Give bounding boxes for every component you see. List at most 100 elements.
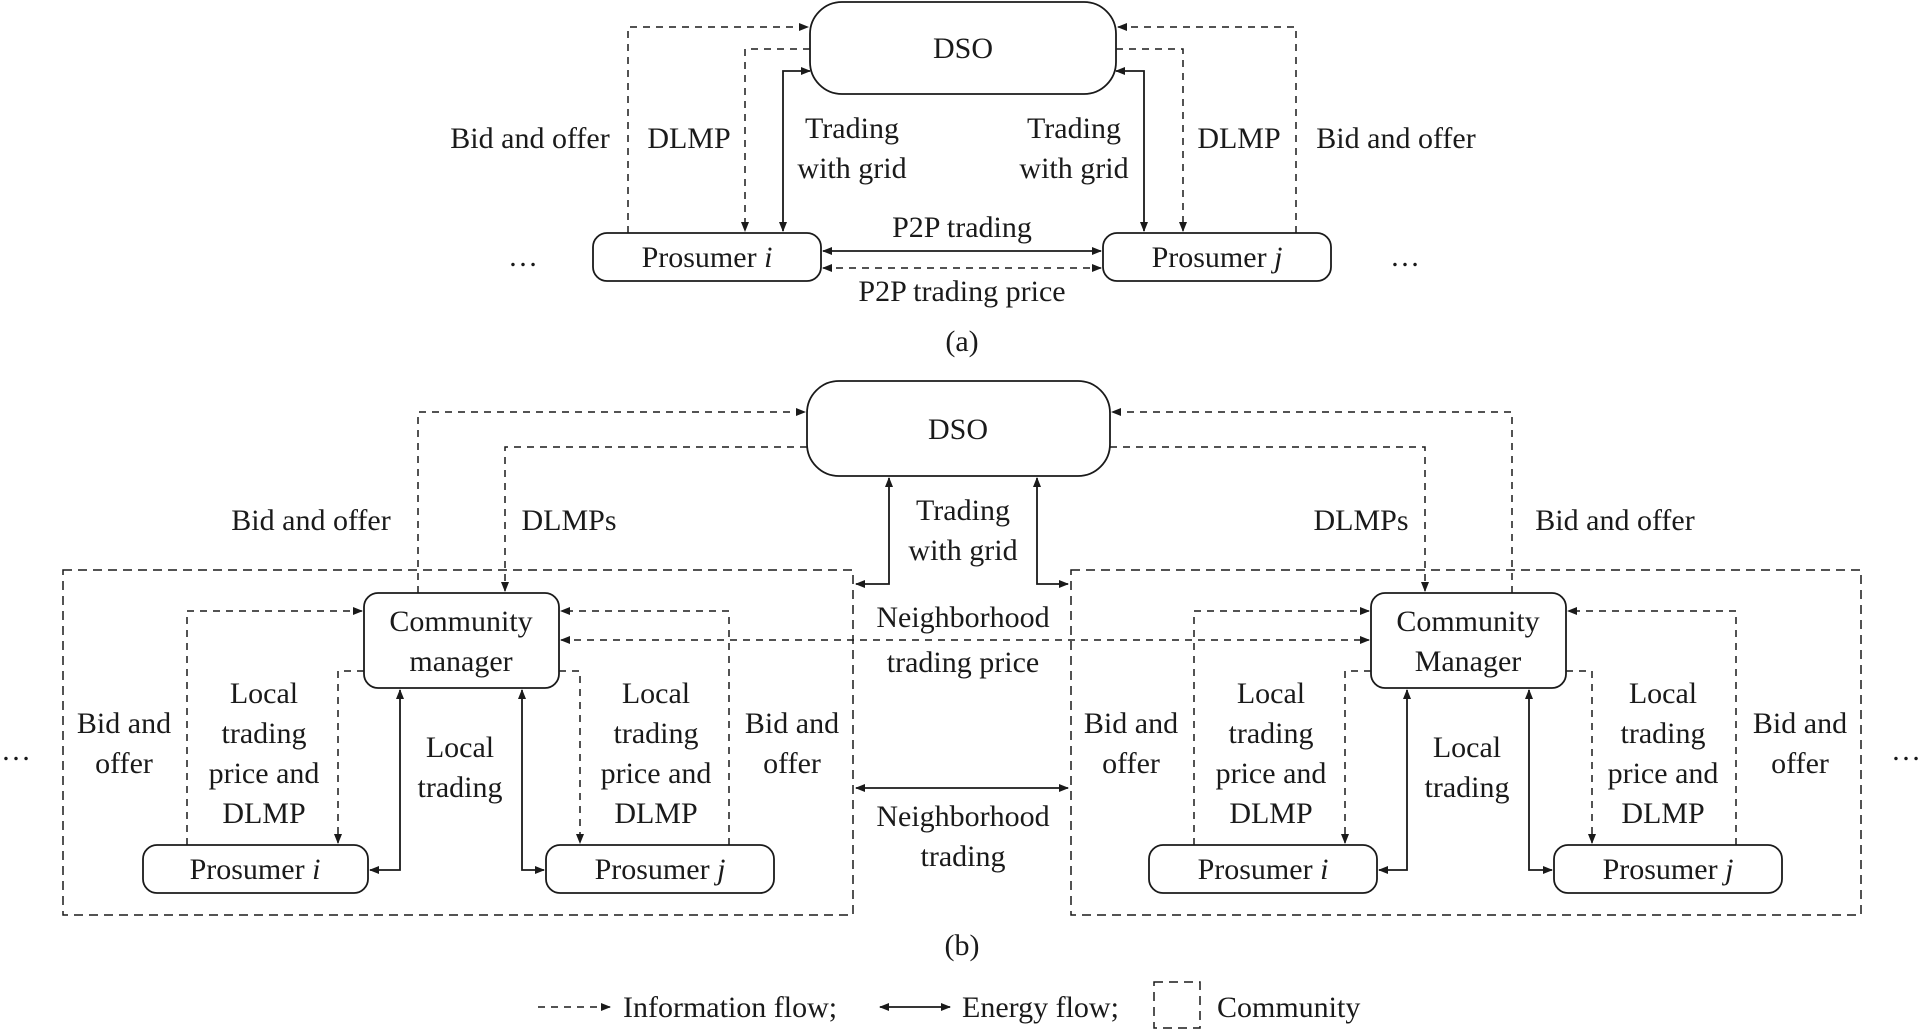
- dlmps-flow-left-b: [501, 446, 807, 592]
- local-energy-prosumer-j-left: [518, 689, 545, 874]
- panel-a: DSO Prosumer i Prosumer j Bid and offer …: [450, 1, 1476, 358]
- prosumer-j-node-a: [1102, 232, 1332, 282]
- local-energy-prosumer-i-left: [369, 689, 404, 874]
- p2p-trading-label: P2P trading: [892, 211, 1032, 244]
- bid-offer-stacked-1-1: Bid and: [77, 707, 171, 740]
- community-manager-left-node: [363, 592, 560, 689]
- local-price-prosumer-i-right: [1341, 670, 1371, 844]
- neighborhood-trading-label-2: trading: [921, 840, 1006, 873]
- grid-trading-label-left-a-1: Trading: [805, 112, 899, 145]
- grid-energy-right-a: [1115, 67, 1148, 232]
- local-price-stacked-2-1: Local: [622, 677, 690, 710]
- prosumer-i-left-node: [142, 844, 369, 894]
- grid-energy-left-a: [779, 67, 811, 232]
- bid-offer-flow-right-b: [1111, 408, 1513, 593]
- bid-offer-prosumer-j-right: [1567, 607, 1737, 845]
- prosumer-j-label-a: Prosumer j: [1152, 241, 1283, 274]
- bid-offer-stacked-4-2: offer: [1771, 747, 1829, 780]
- legend: Information flow; Energy flow; Community: [538, 981, 1360, 1029]
- local-trading-stacked-2-2: trading: [1425, 771, 1510, 804]
- local-price-stacked-3-4: DLMP: [1229, 797, 1312, 830]
- local-trading-stacked-1-2: trading: [418, 771, 503, 804]
- community-manager-left-label-1: Community: [389, 605, 532, 638]
- local-price-stacked-4-4: DLMP: [1621, 797, 1704, 830]
- bid-offer-stacked-3-2: offer: [1102, 747, 1160, 780]
- local-trading-stacked-2-1: Local: [1433, 731, 1501, 764]
- local-trading-stacked-1-1: Local: [426, 731, 494, 764]
- grid-energy-left-b: [855, 477, 893, 588]
- prosumer-j-right-node: [1553, 844, 1783, 894]
- bid-offer-prosumer-i-left: [186, 607, 363, 845]
- ellipsis-left-b: …: [1, 734, 31, 767]
- prosumer-i-left-label: Prosumer i: [190, 853, 321, 886]
- bid-offer-stacked-2-1: Bid and: [745, 707, 839, 740]
- dso-label-a: DSO: [933, 32, 993, 65]
- local-price-stacked-4-1: Local: [1629, 677, 1697, 710]
- community-manager-right-label-1: Community: [1396, 605, 1539, 638]
- prosumer-j-left-node: [545, 844, 775, 894]
- bid-offer-label-right-a: Bid and offer: [1316, 122, 1475, 155]
- legend-community-label: Community: [1217, 991, 1360, 1024]
- bid-offer-stacked-3-1: Bid and: [1084, 707, 1178, 740]
- local-price-stacked-2-3: price and: [601, 757, 712, 790]
- local-price-prosumer-j-left: [559, 670, 584, 844]
- bid-offer-flow-left-b: [417, 408, 806, 593]
- grid-trading-label-right-a-2: with grid: [1019, 152, 1128, 185]
- prosumer-j-left-label: Prosumer j: [595, 853, 726, 886]
- community-boundary-left: [62, 569, 854, 916]
- grid-trading-label-right-a-1: Trading: [1027, 112, 1121, 145]
- caption-a: (a): [945, 325, 978, 358]
- dlmp-flow-left-a: [741, 48, 810, 232]
- community-manager-left-label-2: manager: [409, 645, 512, 678]
- prosumer-i-right-node: [1148, 844, 1378, 894]
- grid-trading-label-b-1: Trading: [916, 494, 1010, 527]
- local-energy-prosumer-j-right: [1525, 689, 1553, 874]
- panel-b: DSO Community manager Community Manager …: [1, 380, 1921, 962]
- bid-offer-stacked-4-1: Bid and: [1753, 707, 1847, 740]
- dso-label-b: DSO: [928, 413, 988, 446]
- community-manager-right-node: [1370, 592, 1567, 689]
- ellipsis-left-a: …: [508, 240, 538, 273]
- local-price-stacked-4-3: price and: [1608, 757, 1719, 790]
- local-price-stacked-1-2: trading: [222, 717, 307, 750]
- grid-trading-label-b-2: with grid: [908, 534, 1017, 567]
- legend-energy-flow-label: Energy flow;: [962, 991, 1119, 1024]
- neighborhood-trading-label-1: Neighborhood: [876, 800, 1049, 833]
- dlmps-flow-right-b: [1110, 446, 1429, 592]
- local-price-stacked-1-4: DLMP: [222, 797, 305, 830]
- local-price-stacked-3-3: price and: [1216, 757, 1327, 790]
- local-price-stacked-2-2: trading: [614, 717, 699, 750]
- local-price-stacked-1-3: price and: [209, 757, 320, 790]
- dlmps-label-left-b: DLMPs: [521, 504, 616, 537]
- bid-offer-stacked-2-2: offer: [763, 747, 821, 780]
- dso-node-b: [806, 380, 1111, 477]
- bid-offer-prosumer-j-left: [560, 607, 730, 845]
- prosumer-i-right-label: Prosumer i: [1198, 853, 1329, 886]
- legend-info-flow-label: Information flow;: [623, 991, 837, 1024]
- neighborhood-price-label-1: Neighborhood: [876, 601, 1049, 634]
- local-price-prosumer-j-right: [1566, 670, 1596, 844]
- local-price-stacked-3-1: Local: [1237, 677, 1305, 710]
- bid-offer-flow-left-a: [627, 23, 809, 233]
- ellipsis-right-a: …: [1390, 240, 1420, 273]
- local-energy-prosumer-i-right: [1378, 689, 1411, 874]
- local-price-stacked-3-2: trading: [1229, 717, 1314, 750]
- local-price-stacked-2-4: DLMP: [614, 797, 697, 830]
- grid-trading-label-left-a-2: with grid: [797, 152, 906, 185]
- prosumer-j-right-label: Prosumer j: [1603, 853, 1734, 886]
- ellipsis-right-b: …: [1891, 734, 1921, 767]
- local-price-stacked-1-1: Local: [230, 677, 298, 710]
- bid-offer-stacked-1-2: offer: [95, 747, 153, 780]
- dso-node-a: [809, 1, 1117, 95]
- bid-offer-label-left-b: Bid and offer: [231, 504, 390, 537]
- grid-energy-right-b: [1033, 477, 1069, 588]
- p2p-price-label: P2P trading price: [858, 275, 1065, 308]
- community-manager-right-label-2: Manager: [1415, 645, 1522, 678]
- local-price-prosumer-i-left: [334, 670, 364, 844]
- prosumer-i-label-a: Prosumer i: [642, 241, 773, 274]
- prosumer-i-node-a: [592, 232, 822, 282]
- bid-offer-flow-right-a: [1117, 23, 1297, 233]
- dlmp-label-right-a: DLMP: [1197, 122, 1280, 155]
- neighborhood-price-label-2: trading price: [887, 646, 1039, 679]
